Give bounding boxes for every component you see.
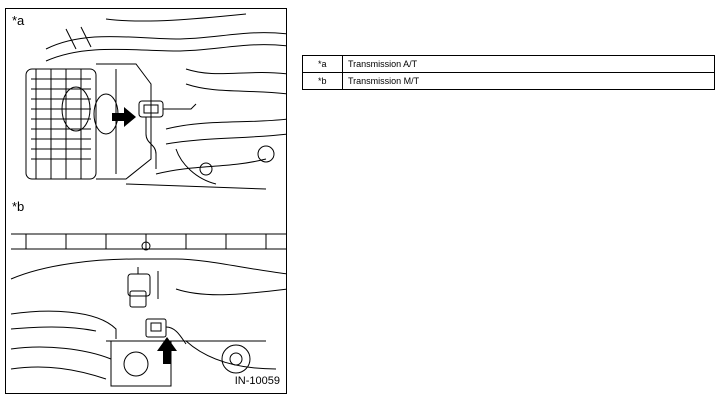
figure-id: IN-10059 xyxy=(234,375,280,387)
panel-a-drawing xyxy=(25,13,286,190)
legend-description: Transmission A/T xyxy=(342,55,715,73)
panel-b-drawing xyxy=(10,233,286,387)
legend-description: Transmission M/T xyxy=(342,72,715,90)
legend-key: *a xyxy=(302,55,343,73)
panel-a-label: *a xyxy=(12,13,25,28)
legend-key: *b xyxy=(302,72,343,90)
illustration-frame: *a xyxy=(5,8,287,394)
legend-table: *a Transmission A/T *b Transmission M/T xyxy=(302,55,715,90)
table-row: *b Transmission M/T xyxy=(302,72,715,90)
arrow-icon xyxy=(157,337,177,364)
arrow-icon xyxy=(112,107,136,127)
panel-b-label: *b xyxy=(12,199,25,214)
table-row: *a Transmission A/T xyxy=(302,55,715,73)
